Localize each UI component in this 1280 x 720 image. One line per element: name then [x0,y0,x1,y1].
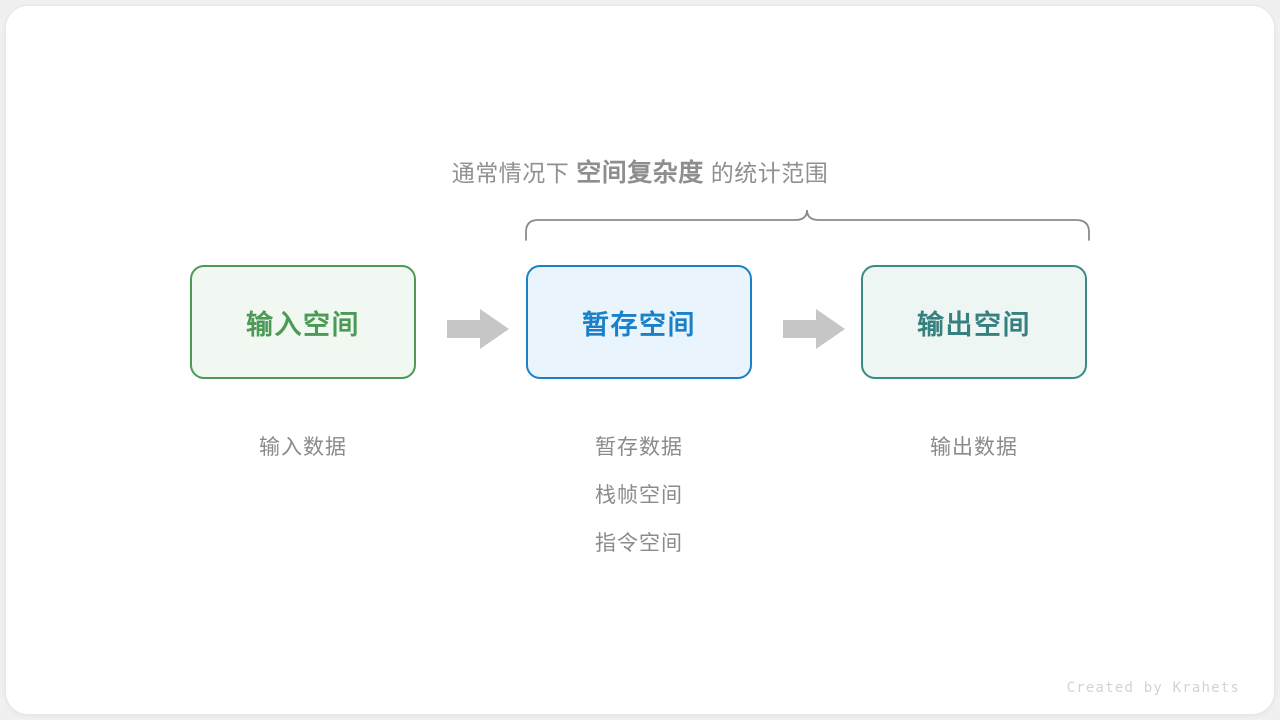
arrow-shape [783,309,845,349]
caption-suffix: 的统计范围 [710,160,829,186]
stage-sublabels-output: 输出数据 [861,424,1087,472]
caption-prefix: 通常情况下 [451,160,570,186]
brace-caption: 通常情况下空间复杂度的统计范围 [6,156,1274,190]
sublabel-item: 指令空间 [595,532,683,555]
stage-box-input-label: 输入空间 [246,309,360,340]
credit-text: Created by Krahets [1066,680,1240,696]
diagram-canvas: 通常情况下空间复杂度的统计范围 输入空间 暂存空间 输出空间 输入数据 暂存数据… [6,6,1274,714]
sublabel-item: 输入数据 [259,436,347,459]
stage-box-temp[interactable]: 暂存空间 [526,265,752,379]
arrow-shape [447,309,509,349]
arrow-right-icon-2 [783,309,845,349]
stage-sublabels-input: 输入数据 [190,424,416,472]
sublabel-item: 输出数据 [930,436,1018,459]
brace-path [525,209,1090,241]
arrow-right-icon-1 [447,309,509,349]
stage-box-input[interactable]: 输入空间 [190,265,416,379]
stage-box-output-label: 输出空间 [917,309,1031,340]
stage-sublabels-temp: 暂存数据 栈帧空间 指令空间 [526,424,752,568]
stage-box-temp-label: 暂存空间 [582,309,696,340]
caption-highlight: 空间复杂度 [576,159,704,187]
sublabel-item: 栈帧空间 [595,484,683,507]
stage-box-output[interactable]: 输出空间 [861,265,1087,379]
sublabel-item: 暂存数据 [595,436,683,459]
